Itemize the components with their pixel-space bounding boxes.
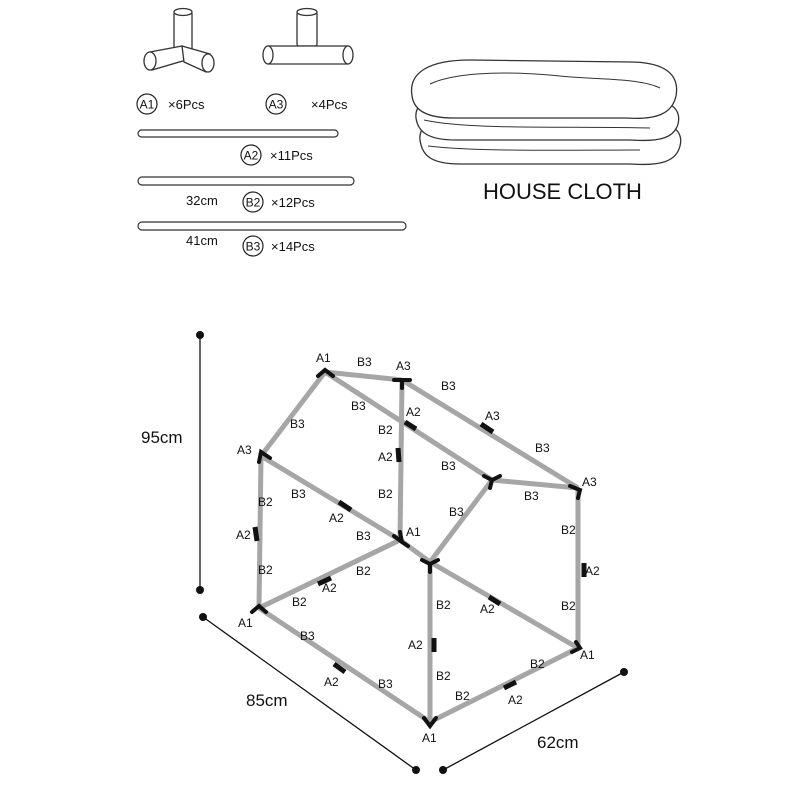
dimension-length: 85cm bbox=[199, 613, 420, 774]
frame-label-b2-left-top: B2 bbox=[258, 495, 273, 509]
frame-label-b2-center-low: B2 bbox=[436, 598, 451, 612]
frame-label-b2-base-right: B2 bbox=[530, 657, 545, 671]
frame-label-b3-top: B3 bbox=[357, 355, 372, 369]
legend-b3-qty: ×14Pcs bbox=[271, 239, 315, 254]
dimension-width: 62cm bbox=[439, 668, 628, 774]
frame-label-a1-center: A1 bbox=[406, 525, 421, 539]
frame-labels: A1 B3 A3 B3 B3 B3 A2 A3 B2 A3 B3 A2 B3 A… bbox=[236, 351, 600, 745]
frame-label-b2-base-mid: B2 bbox=[455, 689, 470, 703]
frame-label-a2-center: A2 bbox=[378, 450, 393, 464]
part-a2-rod: A2 ×11Pcs bbox=[137, 129, 339, 166]
frame-label-b3-roof-right: B3 bbox=[535, 441, 550, 455]
part-a1-connector-icon bbox=[143, 7, 215, 73]
frame-label-b2-left-low: B2 bbox=[258, 563, 273, 577]
frame-label-b2-center-base: B2 bbox=[436, 669, 451, 683]
house-cloth-icon bbox=[410, 59, 682, 166]
legend-b2-qty: ×12Pcs bbox=[271, 195, 315, 210]
frame-label-a2-roof: A2 bbox=[406, 405, 421, 419]
frame-label-a3-left: A3 bbox=[237, 443, 252, 457]
frame-label-a2-center-low: A2 bbox=[408, 638, 423, 652]
legend-a1-code: A1 bbox=[140, 98, 155, 112]
frame-label-b2-face-low: B2 bbox=[356, 564, 371, 578]
a2-connectors bbox=[252, 419, 587, 691]
part-a3-connector-icon bbox=[262, 7, 354, 65]
frame-label-b3-roof-mid: B3 bbox=[351, 399, 366, 413]
frame-label-b2-center-mid: B2 bbox=[378, 487, 393, 501]
legend-b2-code: B2 bbox=[246, 196, 261, 210]
part-b2-rod: 32cm B2 ×12Pcs bbox=[137, 176, 355, 213]
width-label: 62cm bbox=[537, 733, 579, 752]
frame-label-b3-diag: B3 bbox=[449, 505, 464, 519]
frame-label-b3-ridge: B3 bbox=[441, 379, 456, 393]
frame-label-b3-top-right: B3 bbox=[524, 489, 539, 503]
frame-label-b3-base-mid: B3 bbox=[378, 677, 393, 691]
legend-b3-code: B3 bbox=[246, 240, 261, 254]
frame-label-a2-base-right: A2 bbox=[508, 693, 523, 707]
frame-label-b3-face-low: B3 bbox=[356, 529, 371, 543]
legend-b3-length: 41cm bbox=[186, 233, 218, 248]
frame-label-b3-roof-left: B3 bbox=[290, 417, 305, 431]
frame-label-b3-base-left: B3 bbox=[300, 629, 315, 643]
dimension-height: 95cm bbox=[141, 331, 204, 594]
frame-label-a2-base-left: A2 bbox=[324, 675, 339, 689]
legend-a2-code: A2 bbox=[244, 149, 259, 163]
legend-a2-qty: ×11Pcs bbox=[270, 148, 313, 163]
frame-label-b3-face: B3 bbox=[291, 487, 306, 501]
frame-label-a1-right: A1 bbox=[580, 648, 595, 662]
frame-label-a2-back: A2 bbox=[480, 602, 495, 616]
frame-label-a3-ridge: A3 bbox=[485, 409, 500, 423]
legend-b2-length: 32cm bbox=[186, 193, 218, 208]
frame-label-a2-face: A2 bbox=[329, 511, 344, 525]
length-label: 85cm bbox=[246, 691, 288, 710]
frame-label-a2-base-face: A2 bbox=[322, 581, 337, 595]
frame-label-a3-top: A3 bbox=[396, 359, 411, 373]
legend-a3-code: A3 bbox=[269, 98, 284, 112]
legend-a3-qty: ×4Pcs bbox=[311, 97, 348, 112]
house-cloth-label: HOUSE CLOTH bbox=[483, 179, 642, 204]
frame-joints bbox=[250, 367, 583, 730]
legend-a1-qty: ×6Pcs bbox=[168, 97, 205, 112]
frame-label-a3-right: A3 bbox=[582, 475, 597, 489]
frame-label-b2-right-top: B2 bbox=[561, 523, 576, 537]
frame-label-a2-right: A2 bbox=[585, 564, 600, 578]
legend-a3: A3 ×4Pcs bbox=[265, 93, 348, 115]
frame-label-b2-right-low: B2 bbox=[561, 599, 576, 613]
frame-label-a1-top: A1 bbox=[316, 351, 331, 365]
frame-label-a2-left: A2 bbox=[236, 528, 251, 542]
legend-a1: A1 ×6Pcs bbox=[136, 93, 205, 115]
frame-label-a1-bottom: A1 bbox=[422, 731, 437, 745]
frame-label-b2-base-face: B2 bbox=[292, 595, 307, 609]
height-label: 95cm bbox=[141, 428, 183, 447]
frame-label-b2-center-top: B2 bbox=[378, 423, 393, 437]
part-b3-rod: 41cm B3 ×14Pcs bbox=[137, 221, 407, 257]
frame-label-a1-left: A1 bbox=[238, 616, 253, 630]
frame-label-b3-inner: B3 bbox=[441, 459, 456, 473]
